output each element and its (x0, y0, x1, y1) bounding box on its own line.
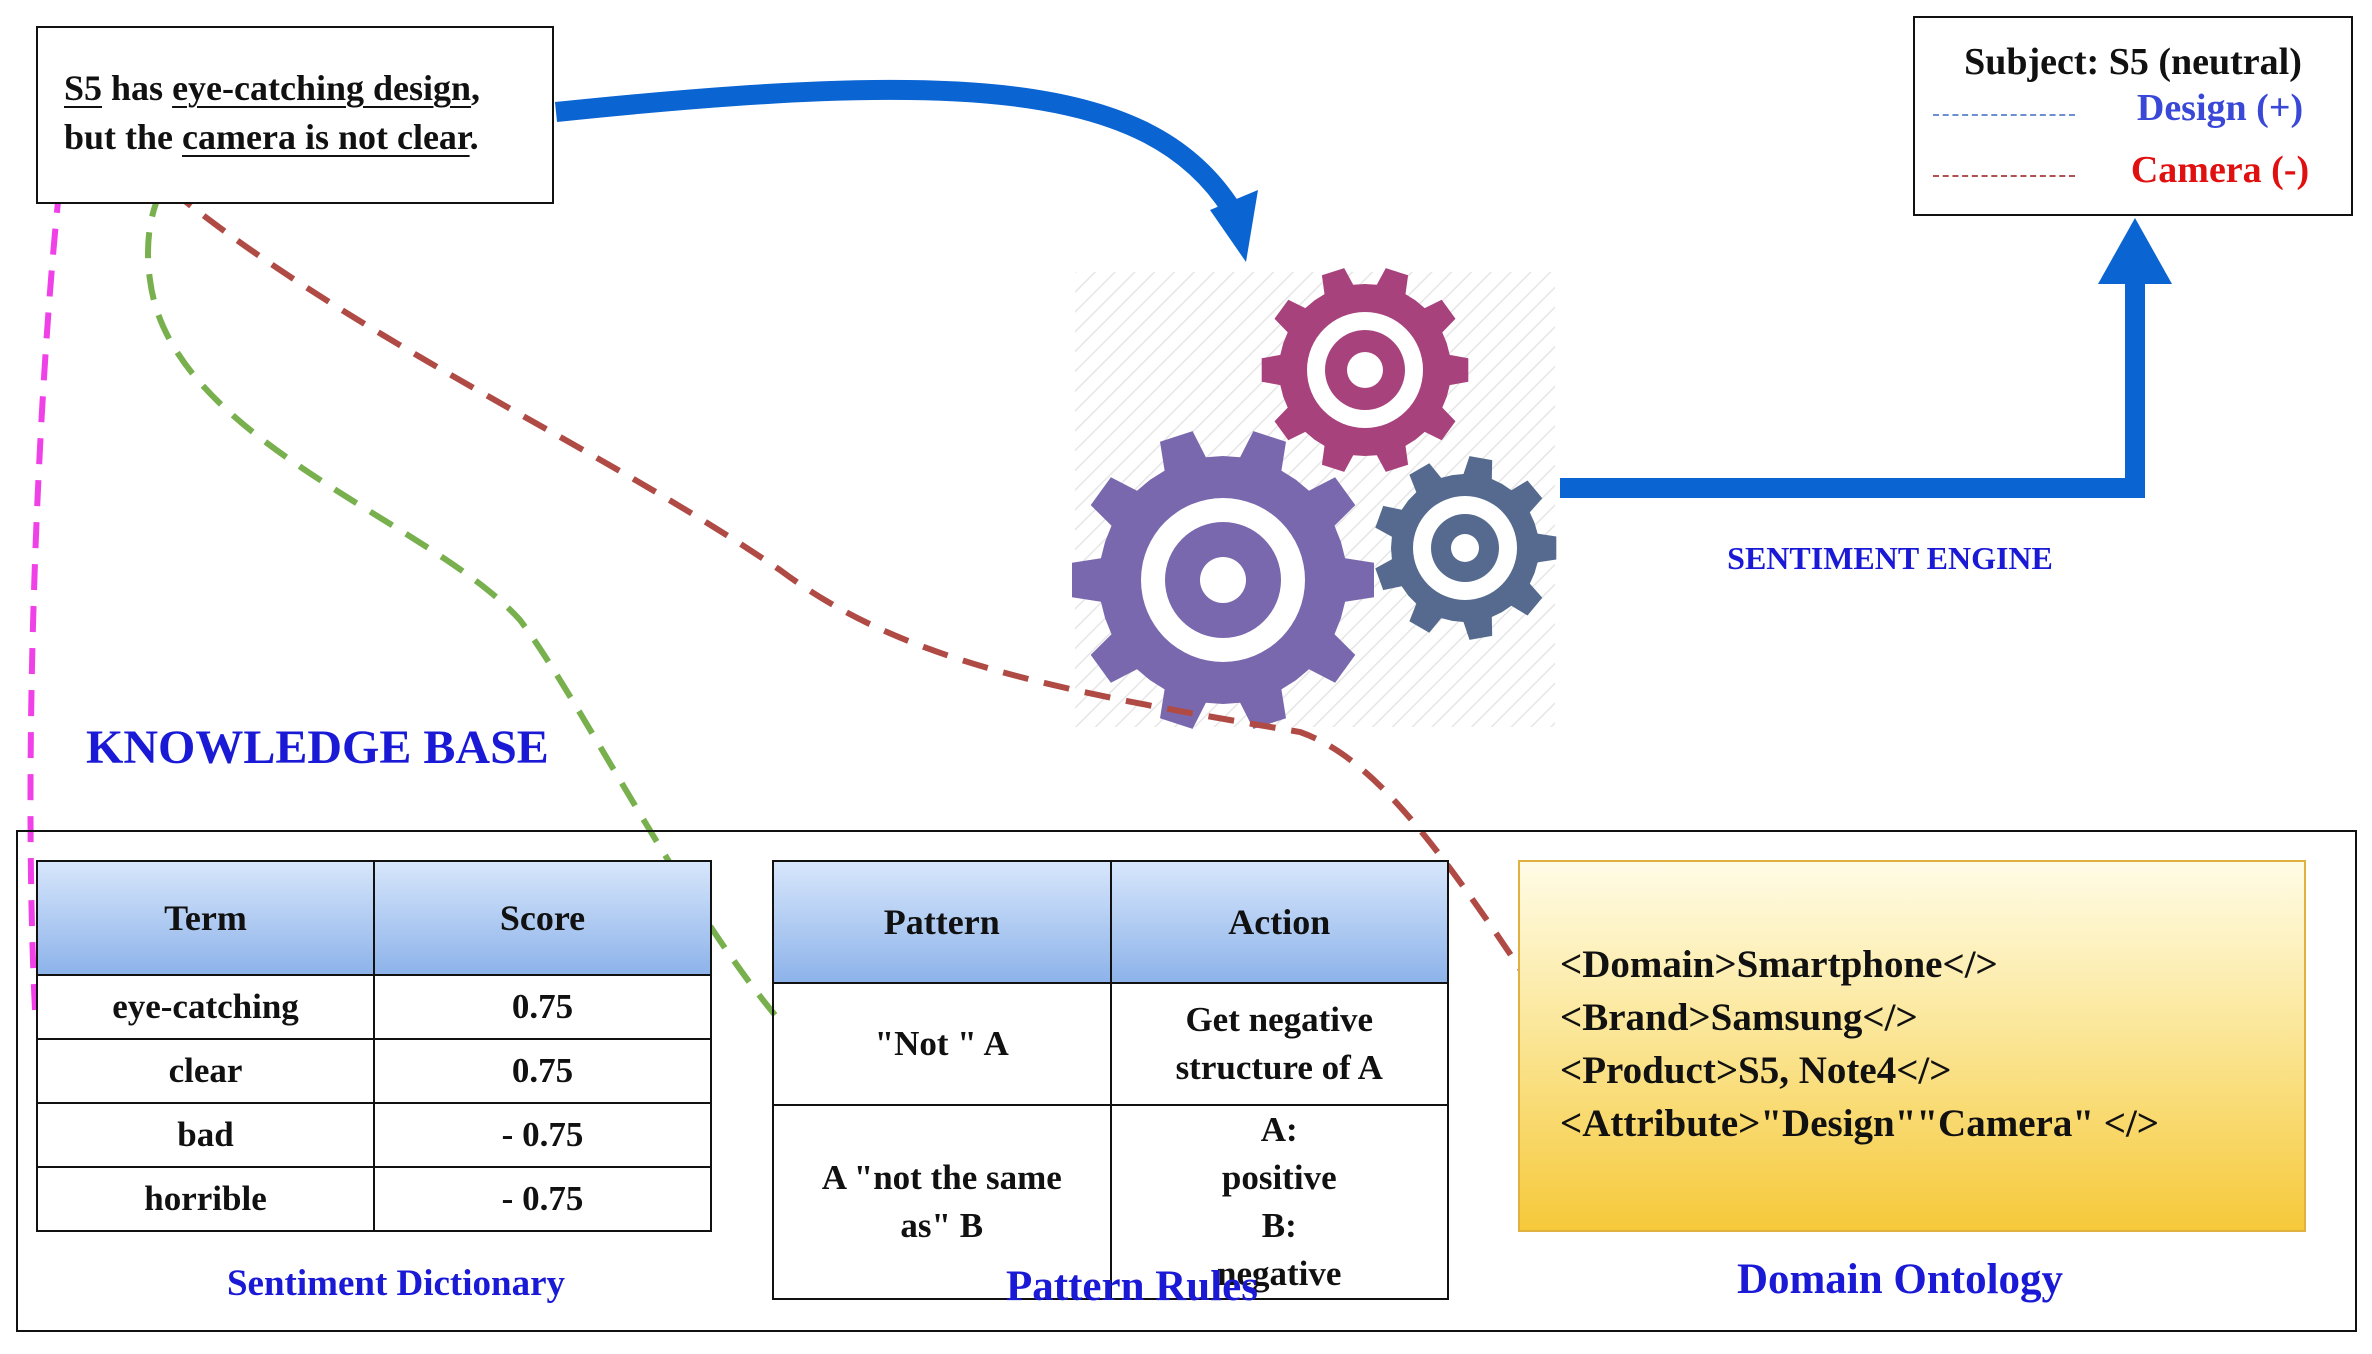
score-cell: - 0.75 (373, 1166, 712, 1232)
pattern-rules-table: Pattern Action "Not " A Get negative str… (772, 860, 1449, 1300)
ontology-line: <Attribute>"Design""Camera" </> (1560, 1102, 2159, 1145)
pattern-rules-caption: Pattern Rules (1006, 1263, 1258, 1310)
sentence-text: , (471, 68, 481, 108)
legend-camera-label: Camera (-) (2130, 149, 2310, 191)
header-action: Action (1109, 860, 1449, 984)
sentiment-dictionary-table: Term Score eye-catching 0.75 clear 0.75 … (36, 860, 712, 1232)
term-cell: eye-catching (36, 974, 375, 1040)
legend-design-label: Design (+) (2136, 87, 2304, 129)
header-pattern: Pattern (772, 860, 1112, 984)
highlighted-phrase: S5 (64, 68, 103, 108)
table-row: A "not the same as" B A: positive B: neg… (772, 1104, 1449, 1300)
sentiment-dictionary-caption: Sentiment Dictionary (226, 1263, 566, 1304)
table-row: eye-catching 0.75 (36, 974, 712, 1040)
table-row: horrible - 0.75 (36, 1166, 712, 1232)
dashed-link-dictionary (27, 91, 75, 1011)
flow-arrow-to-engine (554, 79, 1241, 216)
flow-arrow-to-result (1560, 272, 2145, 498)
gear-icon (1072, 431, 1374, 729)
score-cell: 0.75 (373, 1038, 712, 1104)
term-cell: bad (36, 1102, 375, 1168)
gear-icon (1261, 268, 1469, 472)
score-cell: 0.75 (373, 974, 712, 1040)
highlighted-phrase: eye-catching design (172, 68, 472, 108)
legend-design-line (1933, 114, 2075, 116)
arrow-icon (2098, 218, 2172, 284)
sentence-text: has (102, 68, 173, 108)
pattern-cell: A "not the same as" B (772, 1104, 1112, 1300)
ontology-line: <Product>S5, Note4</> (1560, 1049, 1952, 1092)
ontology-line: <Domain>Smartphone</> (1560, 943, 1998, 986)
dashed-link-ontology (69, 95, 1583, 1062)
gear-icon (1375, 456, 1557, 640)
table-row: clear 0.75 (36, 1038, 712, 1104)
sentence-line-1: S5 has eye-catching design, (64, 64, 552, 113)
domain-ontology-box: <Domain>Smartphone</> <Brand>Samsung</> … (1518, 860, 2306, 1232)
action-cell: A: positive B: negative (1109, 1104, 1449, 1300)
table-row: bad - 0.75 (36, 1102, 712, 1168)
arrow-icon (1210, 190, 1258, 262)
term-cell: horrible (36, 1166, 375, 1232)
result-box: Subject: S5 (neutral) Design (+) Camera … (1913, 16, 2353, 216)
result-title: Subject: S5 (neutral) (1964, 41, 2302, 83)
pattern-cell: "Not " A (772, 982, 1112, 1106)
sentiment-engine-label: SENTIMENT ENGINE (1727, 540, 2053, 576)
sentence-line-2: but the camera is not clear. (64, 113, 552, 162)
term-cell: clear (36, 1038, 375, 1104)
action-cell: Get negative structure of A (1109, 982, 1449, 1106)
score-cell: - 0.75 (373, 1102, 712, 1168)
legend-camera-line (1933, 175, 2075, 177)
knowledge-base-label: KNOWLEDGE BASE (86, 721, 549, 774)
header-term: Term (36, 860, 375, 976)
sentence-text: . (469, 117, 479, 157)
ontology-line: <Brand>Samsung</> (1560, 996, 1918, 1039)
table-row: "Not " A Get negative structure of A (772, 982, 1449, 1106)
highlighted-phrase: camera is not clear (182, 117, 470, 157)
sentence-text: but the (64, 117, 183, 157)
header-score: Score (373, 860, 712, 976)
knowledge-base-panel (16, 830, 2357, 1332)
domain-ontology-caption: Domain Ontology (1736, 1256, 2064, 1303)
sentence-box: S5 has eye-catching design, but the came… (36, 26, 554, 204)
